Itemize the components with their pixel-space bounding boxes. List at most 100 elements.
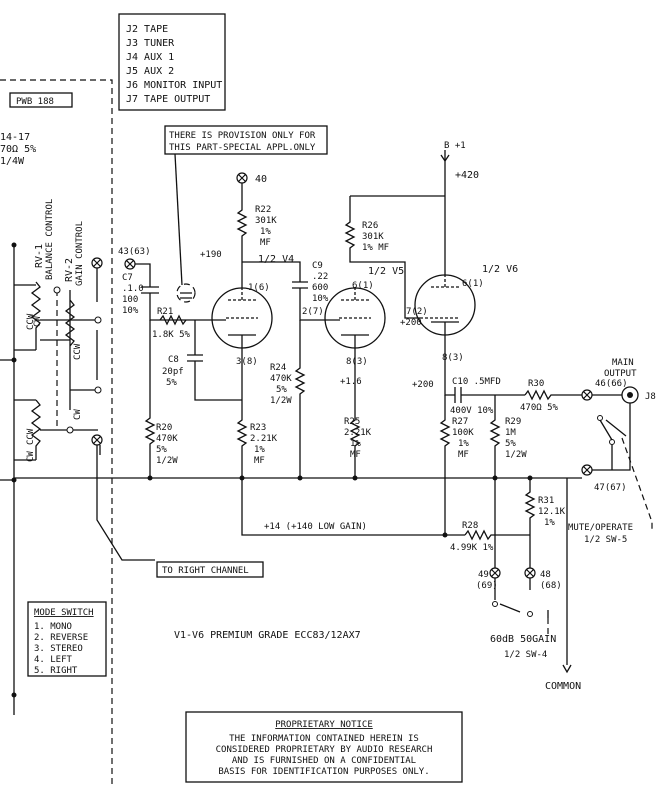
pin-label: 3(8) [236,357,258,367]
mode-switch-box [27,601,107,677]
r23-label: MF [254,456,265,466]
terminal-label: 46(66) [595,379,628,389]
tube-label: 1/2 V6 [482,264,518,275]
jack-list: J2 TAPE J3 TUNER J4 AUX 1 J5 AUX 2 J6 MO… [126,24,222,105]
terminal-label: (68) [540,581,562,591]
to-right-label: TO RIGHT CHANNEL [162,566,249,576]
board-outline [0,79,113,787]
jack-item: J5 AUX 2 [126,66,174,77]
cw-label: CW [73,409,83,420]
terminal-icon [91,434,103,446]
r23 [236,350,248,478]
terminal-label: (69) [476,581,498,591]
provision-note: THERE IS PROVISION ONLY FOR [169,131,316,141]
supply-label: +200 [400,318,422,328]
r30 [524,389,582,401]
notice-line: CONSIDERED PROPRIETARY BY AUDIO RESEARCH [216,745,433,755]
r28 [241,478,530,541]
jack-item: J2 TAPE [126,24,168,35]
r31-label: 1% [544,518,555,528]
r30-label: 470Ω 5% [520,403,559,413]
pin-label: 7(2) [406,307,428,317]
note-leader [174,153,183,286]
r25-label: R25 [344,417,360,427]
r25-label: MF [350,450,361,460]
optional-part [176,283,196,303]
notice-line: THE INFORMATION CONTAINED HEREIN IS [229,734,419,744]
jack-list-box [118,13,226,111]
c10-label: C10 .5MFD [452,377,501,387]
terminal-label: 48 [540,570,551,580]
terminal-icon [124,258,136,270]
c7 [135,263,190,321]
r21-label: R21 [157,307,173,317]
mode-switch-title: MODE SWITCH [34,608,94,618]
board-label-box [9,92,73,108]
r24-label: R24 [270,363,286,373]
ccw-label: CCW [26,313,36,330]
mode-item: 4. LEFT [34,655,73,665]
r22-label: 301K [255,216,277,226]
tube-label: 1/2 V4 [258,254,294,265]
output-label: MAIN [612,358,634,368]
c10-rating: 400V 10% [450,406,494,416]
supply-label: +1.6 [340,377,362,387]
mode-item: 3. STEREO [34,644,83,654]
rv2-label: RV-2 [64,258,75,282]
supply-label: +420 [455,170,479,181]
notice-title: PROPRIETARY NOTICE [275,720,373,730]
r25-label: 1% [350,439,361,449]
tube-grade: V1-V6 PREMIUM GRADE ECC83/12AX7 [174,630,361,641]
jack-item: J4 AUX 1 [126,52,174,63]
r24-label: 5% [276,385,287,395]
rv1-label: RV-1 [34,244,45,268]
c9-label: .22 [312,272,328,282]
r26 [344,196,420,319]
r24-label: 1/2W [270,396,292,406]
pin-label: 2(7) [302,307,324,317]
c8-label: 20pf [162,367,184,377]
terminal-label: 47(67) [594,483,627,493]
tube-v5 [324,285,386,350]
node-label: 40 [255,174,267,185]
r29 [489,395,501,478]
terminal-label: 43(63) [118,247,151,257]
r22-label: MF [260,238,271,248]
tube-v6 [414,274,476,345]
jack-label: J8 [645,392,656,402]
terminal-icon [91,257,103,269]
r31-label: R31 [538,496,554,506]
c9-label: C9 [312,261,323,271]
r25-label: 2.21K [344,428,372,438]
balance-gain-pots [0,242,102,715]
r29-label: 1M [505,428,516,438]
pin-label: 8(3) [346,357,368,367]
c7-label: 100 [122,295,138,305]
partial-label: 14-17 [0,132,30,143]
provision-note-box [164,125,328,155]
jack-item: J6 MONITOR INPUT [126,80,222,91]
r20 [144,320,156,478]
r24-label: 470K [270,374,292,384]
r29-label: R29 [505,417,521,427]
r25 [349,350,361,478]
low-gain-label: +14 (+140 LOW GAIN) [264,522,367,532]
ccw-label: CCW [26,428,36,445]
r26-label: R26 [362,221,378,231]
r28-label: R28 [462,521,478,531]
supply-label: +200 [412,380,434,390]
common-label: COMMON [545,681,581,692]
c7-label: .1.0 [122,284,144,294]
rv1-sub: BALANCE CONTROL [45,199,55,280]
terminal-icon [581,389,593,401]
r26-label: 301K [362,232,384,242]
pin-label: 6(1) [352,281,374,291]
supply-label: B +1 [444,141,466,151]
pin-label: 1(6) [248,283,270,293]
r20-label: 470K [156,434,178,444]
r27-label: R27 [452,417,468,427]
ccw-label: CCW [73,343,83,360]
terminal-label: 49 [478,570,489,580]
c7-label: C7 [122,273,133,283]
